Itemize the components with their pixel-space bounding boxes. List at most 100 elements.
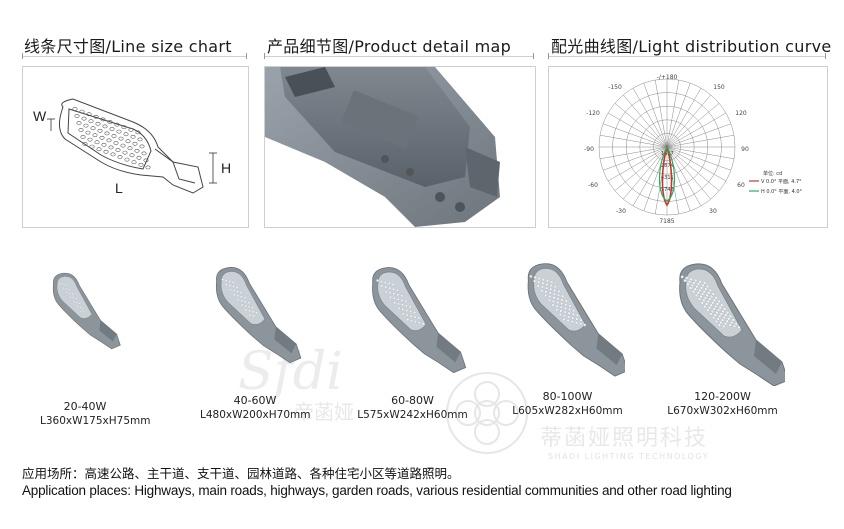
led-outline xyxy=(79,109,85,114)
led-outline xyxy=(106,138,112,143)
curve-v-plane xyxy=(661,144,673,207)
radial-label-3: 4311 xyxy=(661,175,674,181)
street-light-image xyxy=(372,267,467,374)
angle-label-60: 60 xyxy=(737,182,745,189)
angle-label--90: -90 xyxy=(584,146,594,153)
led-outline xyxy=(109,127,115,131)
street-light-image xyxy=(679,263,789,387)
led-outline xyxy=(121,125,127,130)
product-dimensions-label: L575xW242xH60mm xyxy=(357,409,468,421)
polar-spoke xyxy=(666,146,735,160)
led-outline xyxy=(94,140,100,145)
led-outline xyxy=(134,148,140,153)
led-outline xyxy=(86,112,92,117)
polar-spoke xyxy=(603,123,668,148)
legend-item-h: H 0.0° 平面, 4.0° xyxy=(761,189,803,195)
led-outline xyxy=(139,144,145,149)
polar-spoke xyxy=(623,94,668,148)
led-outline xyxy=(95,121,101,126)
led-outline xyxy=(74,114,80,118)
led-outline xyxy=(89,144,95,149)
angle-label--30: -30 xyxy=(616,208,626,215)
section-title-product-detail: 产品细节图/Product detail map xyxy=(267,37,512,56)
polar-spoke xyxy=(666,123,731,148)
polar-spoke xyxy=(666,79,680,148)
led-outline xyxy=(87,137,93,142)
divider-product-detail xyxy=(264,53,534,59)
product-power-label: 40-60W xyxy=(233,394,277,407)
led-outline xyxy=(124,157,130,162)
watermark-company-en: SHADI LIGHTING TECHNOLOGY xyxy=(548,452,710,461)
radial-label-2: 2874 xyxy=(661,163,674,169)
street-light-image xyxy=(215,267,302,364)
angle-label-90: 90 xyxy=(741,146,749,153)
led-outline xyxy=(85,130,91,135)
polar-spoke xyxy=(603,146,668,171)
led-outline xyxy=(141,151,147,156)
radial-label-4: 5748 xyxy=(661,187,674,193)
line-drawing: W H L xyxy=(33,98,231,196)
led-outline xyxy=(129,153,135,158)
led-outline xyxy=(143,158,149,163)
led-outline xyxy=(115,148,121,152)
light-distribution-panel: -/+180 -150 150 -120 120 -90 90 -60 60 -… xyxy=(548,66,828,228)
polar-spoke xyxy=(643,83,668,148)
led-outline xyxy=(131,160,137,165)
led-outline xyxy=(110,152,116,157)
led-outline xyxy=(72,107,78,111)
watermark-company-cn: 蒂菡娅照明科技 xyxy=(540,426,709,451)
polar-spoke xyxy=(614,146,668,191)
led-outline xyxy=(82,142,88,146)
led-outline xyxy=(88,119,94,124)
led-outline xyxy=(120,143,126,148)
led-outline xyxy=(103,149,109,154)
line-size-chart-panel: W H L xyxy=(22,66,249,228)
polar-spoke xyxy=(666,103,720,148)
curve-h-plane xyxy=(658,145,676,202)
led-outline xyxy=(117,155,123,159)
polar-chart: -/+180 -150 150 -120 120 -90 90 -60 60 -… xyxy=(584,74,803,225)
product-power-label: 80-100W xyxy=(542,390,593,403)
polar-spoke xyxy=(623,146,668,200)
led-outline xyxy=(100,117,106,122)
section-title-line-size: 线条尺寸图/Line size chart xyxy=(24,37,232,56)
section-title-light-distribution: 配光曲线图/Light distribution curve xyxy=(551,37,832,56)
led-outline xyxy=(96,147,102,152)
polar-spoke xyxy=(607,146,668,182)
street-light-image xyxy=(527,263,629,377)
led-outline xyxy=(111,134,117,138)
led-outline xyxy=(102,124,108,129)
divider-light-distribution xyxy=(548,53,826,59)
polar-spoke xyxy=(666,146,731,171)
led-outline xyxy=(122,150,128,155)
led-outline xyxy=(123,132,129,137)
led-outline xyxy=(108,145,114,150)
legend-title: 单位: cd xyxy=(763,170,782,177)
led-outline xyxy=(114,122,120,127)
led-outline xyxy=(116,129,122,134)
polar-spoke xyxy=(666,112,727,148)
led-outline xyxy=(138,162,144,167)
polar-spoke xyxy=(614,103,668,148)
led-outline xyxy=(78,128,84,132)
led-outline xyxy=(130,134,136,139)
polar-spoke xyxy=(666,94,711,148)
led-outline xyxy=(104,131,110,136)
polar-spoke xyxy=(599,134,668,148)
polar-spoke xyxy=(666,146,702,207)
legend-item-v: V 0.0° 平面, 4.7° xyxy=(761,179,802,185)
led-outline xyxy=(97,128,103,133)
polar-spoke xyxy=(666,146,711,200)
polar-spoke xyxy=(632,87,668,148)
led-outline xyxy=(136,155,142,160)
led-outline xyxy=(145,165,151,170)
led-outline xyxy=(80,135,86,139)
divider-line-size xyxy=(22,53,247,59)
polar-spoke xyxy=(666,146,727,182)
angle-label-180: -/+180 xyxy=(657,74,678,81)
led-outline xyxy=(101,142,107,147)
